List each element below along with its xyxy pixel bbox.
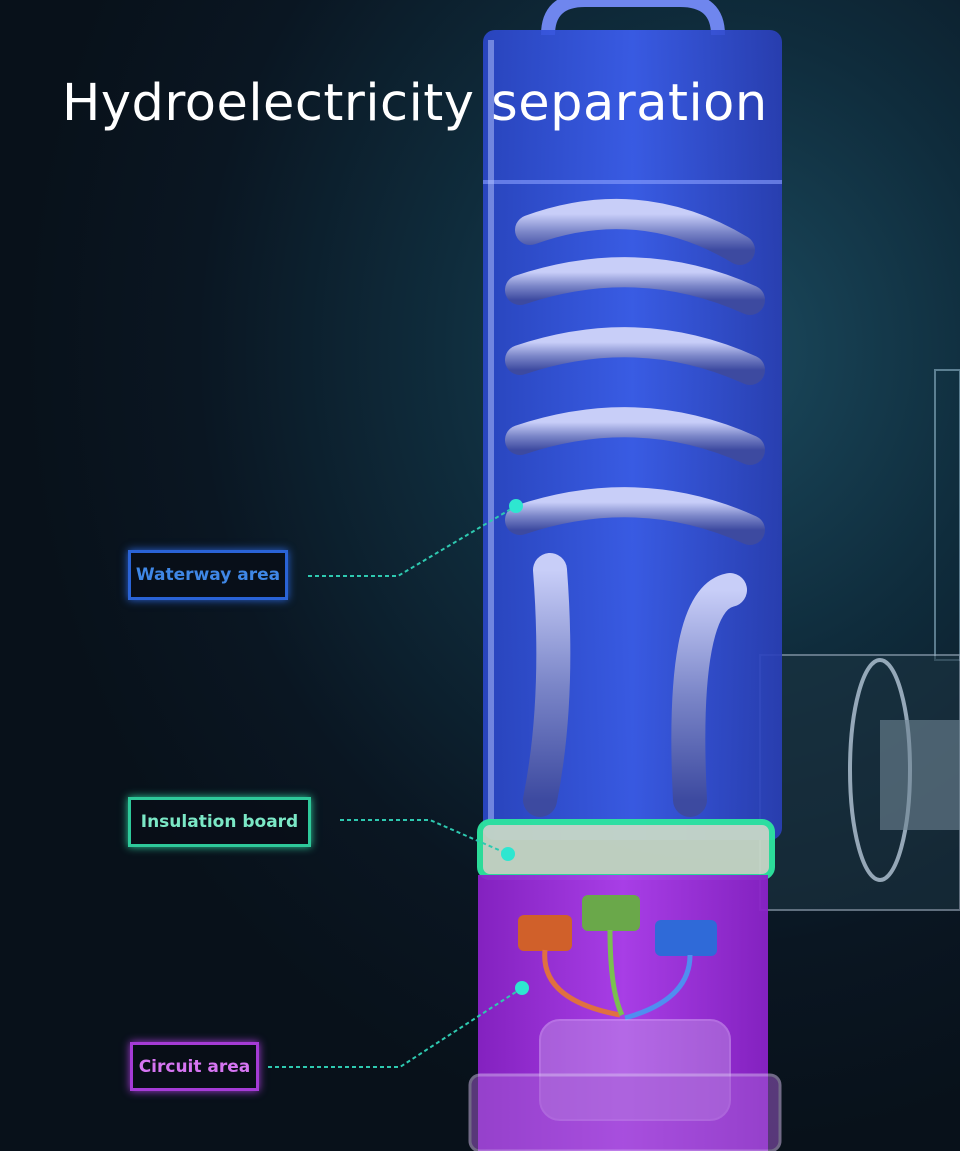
page-title: Hydroelectricity separation <box>62 74 768 133</box>
top-loop <box>541 0 725 36</box>
insulation-marker <box>501 847 515 861</box>
terminal-orange <box>518 915 572 951</box>
waterway-area-label: Waterway area <box>128 550 288 600</box>
terminal-green <box>582 895 640 931</box>
side-pipe <box>759 369 960 911</box>
circuit-marker <box>515 981 529 995</box>
circuit-area-label: Circuit area <box>130 1042 259 1091</box>
insulation-board-label: Insulation board <box>128 797 311 847</box>
terminal-blue <box>655 920 717 956</box>
heating-coil <box>505 199 765 817</box>
leader-lines <box>268 505 523 1068</box>
waterway-marker <box>509 499 523 513</box>
insulation-ring <box>477 819 775 880</box>
